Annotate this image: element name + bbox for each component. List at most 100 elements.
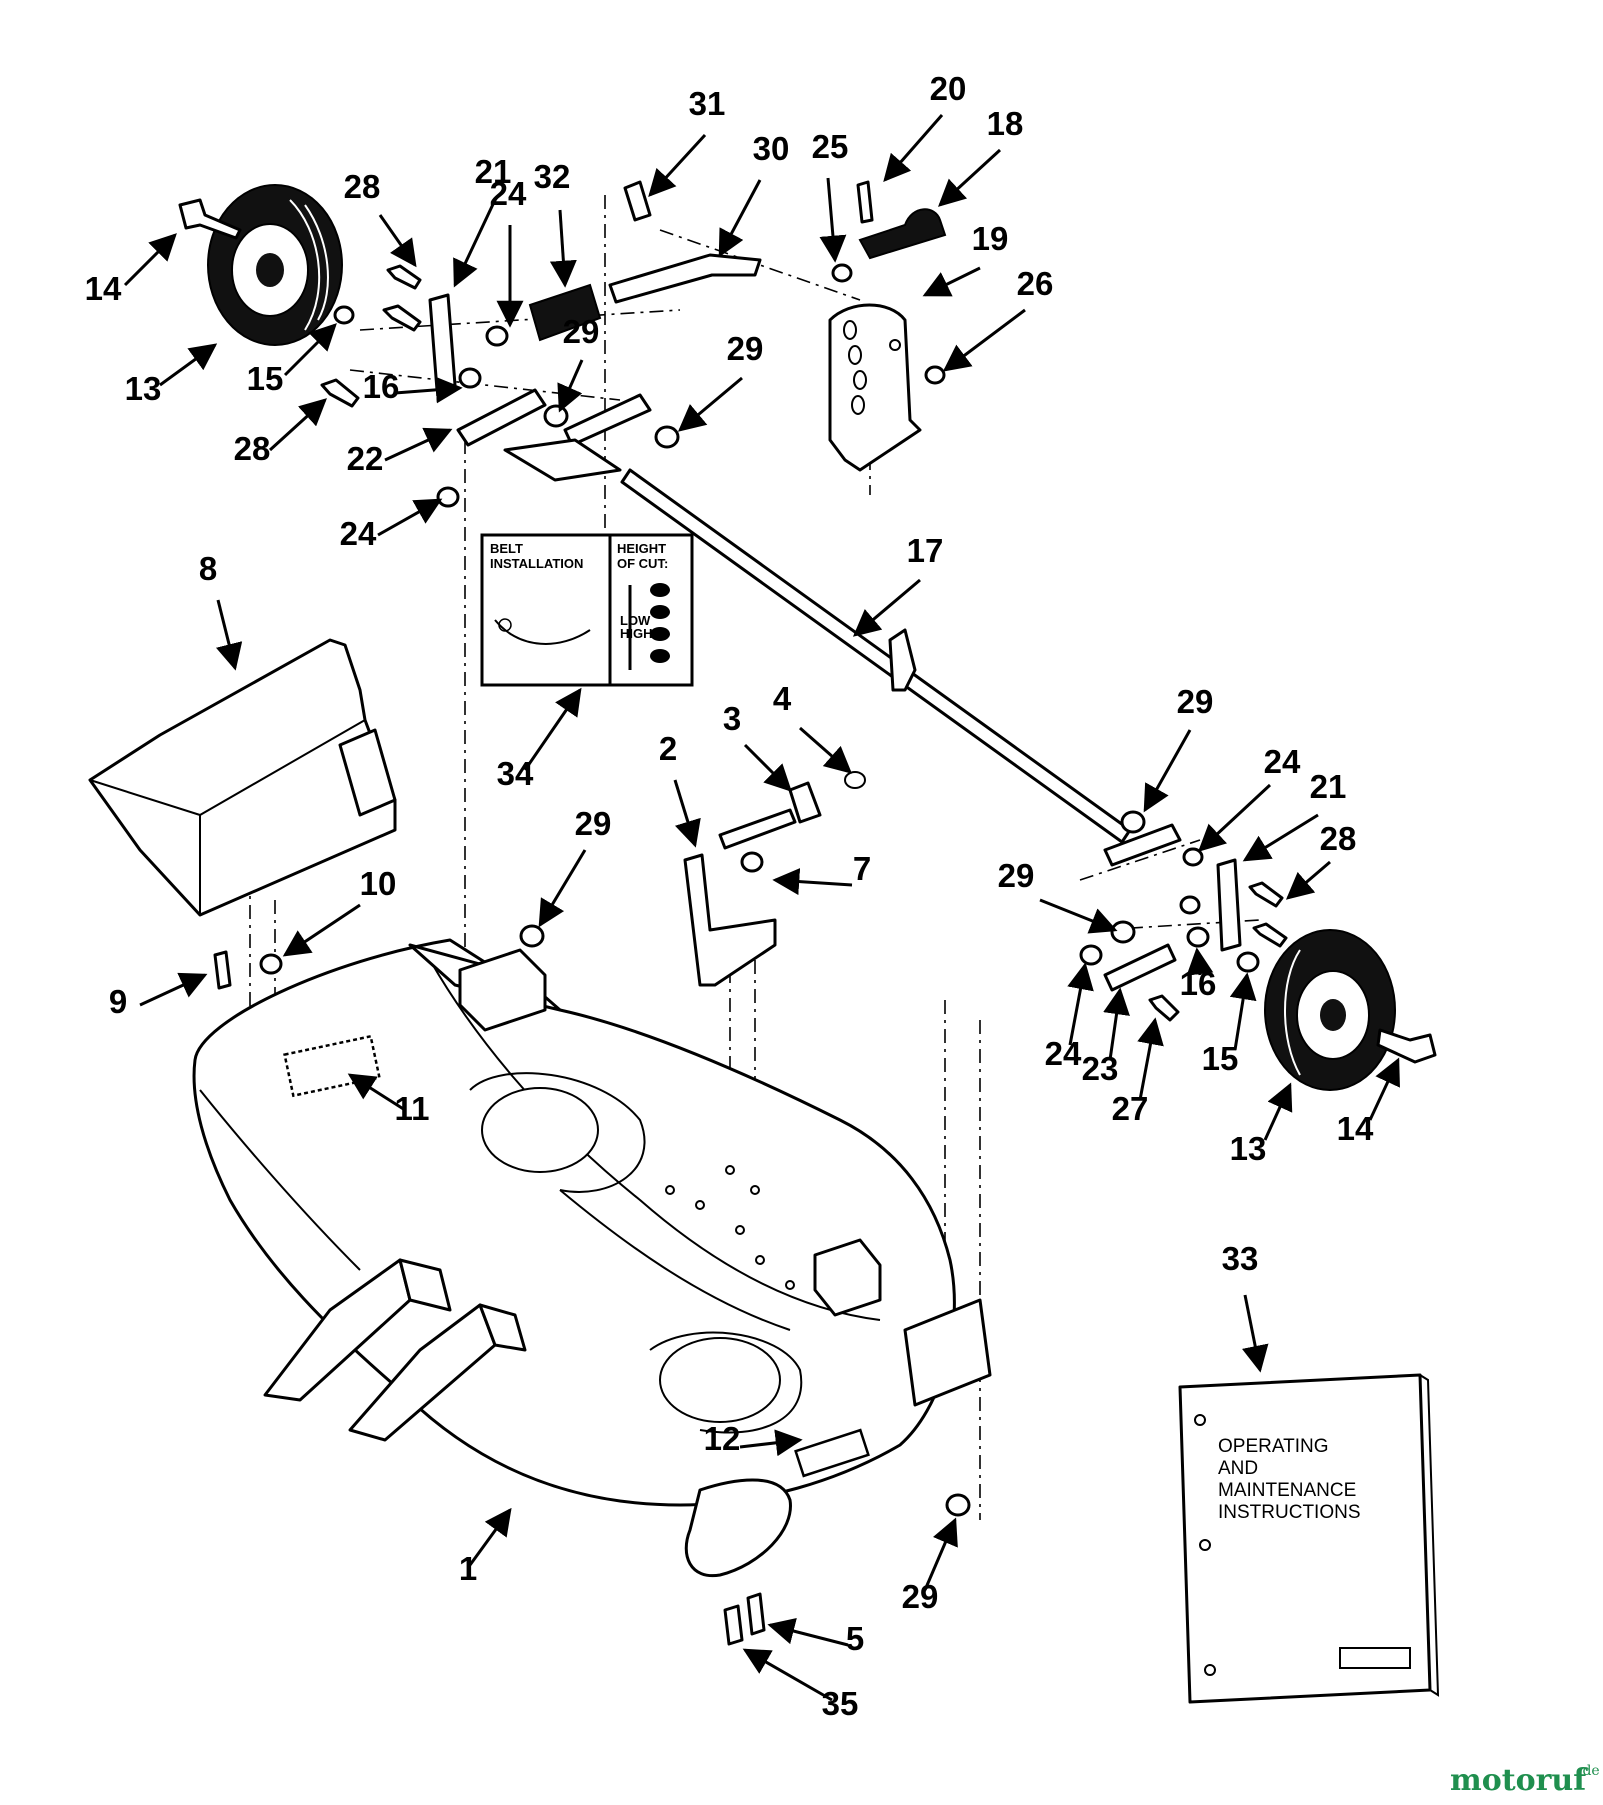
callout-label-5: 5 [846,1620,864,1657]
callout-arrow-25 [819,177,847,263]
height-adjust-bracket [828,303,922,472]
callout-arrow-34 [523,687,582,771]
callout-arrow-31 [648,133,707,197]
callout-label-19: 19 [972,220,1009,257]
callout-arrow-21 [1242,813,1319,862]
callout-label-12: 12 [704,1420,741,1457]
callout-label-13: 13 [1230,1130,1267,1167]
callout-arrow-28 [1285,860,1331,900]
callout-label-25: 25 [812,128,849,165]
manual-line-4: INSTRUCTIONS [1218,1502,1361,1523]
callout-label-28: 28 [1320,820,1357,857]
callout-label-29: 29 [902,1578,939,1615]
wheel-bolt-right [1376,1028,1437,1064]
deck-holes [665,1165,795,1290]
callout-arrow-28 [378,214,417,268]
callout-label-16: 16 [1180,965,1217,1002]
callout-label-24: 24 [1264,743,1301,780]
callout-arrow-21 [453,199,497,288]
callout-arrow-29 [677,376,743,432]
callout-label-24: 24 [1045,1035,1082,1072]
callout-label-27: 27 [1112,1090,1149,1127]
mower-deck [192,938,992,1578]
callout-arrow-24 [1198,783,1272,852]
callout-arrow-24 [377,498,443,537]
pivot-bracket-left [428,293,457,392]
callout-arrow-3 [743,743,792,792]
callout-label-11: 11 [395,1090,430,1127]
callout-label-20: 20 [930,70,967,107]
manual-line-3: MAINTENANCE [1218,1480,1356,1501]
callout-arrow-29 [923,1517,958,1591]
callout-label-32: 32 [534,158,571,195]
callout-arrow-13 [1263,1082,1293,1141]
watermark-logo: motoruf .de [1450,1763,1600,1798]
watermark-suffix: .de [1578,1763,1600,1779]
callout-label-13: 13 [125,370,162,407]
callout-label-21: 21 [475,153,512,190]
link-right-lower [1103,943,1177,992]
height-lever [608,180,762,304]
callout-arrow-16 [394,376,463,404]
height-of-cut-decal: BELT INSTALLATION HEIGHT OF CUT: LOW HIG… [480,533,694,687]
callout-arrow-29 [1039,898,1118,934]
callout-arrow-20 [883,114,944,183]
callout-arrow-29 [538,849,587,928]
callout-label-34: 34 [497,755,534,792]
callout-label-1: 1 [459,1550,477,1587]
callout-arrow-14 [123,233,177,287]
callout-labels: 1234578910111213131414151516161718192021… [85,70,1374,1722]
decal-belt-title-2: INSTALLATION [490,556,583,571]
callout-label-29: 29 [1177,683,1214,720]
callout-label-24: 24 [340,515,377,552]
callout-label-22: 22 [347,440,384,477]
callout-label-15: 15 [247,360,284,397]
callout-label-2: 2 [659,730,677,767]
manual-line-2: AND [1218,1458,1258,1479]
pivot-bracket-right [1216,858,1242,952]
callout-label-29: 29 [575,805,612,842]
decal-height-title-2: OF CUT: [617,556,668,571]
callout-arrows [123,114,1400,1702]
callout-arrow-23 [1103,987,1130,1061]
wheel-bolt-left [178,198,242,240]
decal-high: HIGH [620,626,653,641]
hardware [213,263,1288,1646]
left-wheel [207,184,343,346]
callout-label-14: 14 [85,270,122,307]
callout-arrow-33 [1241,1294,1269,1373]
callout-arrow-29 [1143,729,1192,813]
callout-arrow-22 [384,427,453,462]
callout-arrow-16 [1186,947,1214,976]
axle-rod [620,468,1132,844]
callout-label-28: 28 [344,168,381,205]
callout-label-8: 8 [199,550,217,587]
callout-arrow-27 [1137,1017,1164,1101]
callout-label-16: 16 [363,368,400,405]
callout-arrow-1 [468,1507,512,1566]
callout-label-10: 10 [360,865,397,902]
callout-label-35: 35 [822,1685,859,1722]
callout-arrow-7 [772,868,853,896]
callout-label-30: 30 [753,130,790,167]
link-left [456,388,547,447]
callout-label-31: 31 [689,85,726,122]
callout-label-3: 3 [723,700,741,737]
callout-label-15: 15 [1202,1040,1239,1077]
callout-arrow-35 [742,1648,833,1702]
callout-label-7: 7 [853,850,871,887]
callout-arrow-19 [922,266,981,297]
watermark-name: motoruf [1450,1763,1588,1798]
callout-label-24: 24 [490,175,527,212]
callout-label-29: 29 [563,313,600,350]
decal-belt-title-1: BELT [490,541,523,556]
callout-arrow-28 [268,398,327,452]
clamp-bolt [856,180,874,224]
callout-arrow-26 [942,308,1026,372]
callout-arrow-17 [852,578,921,637]
manual-line-1: OPERATING [1218,1436,1329,1457]
callout-arrow-9 [139,972,208,1007]
callout-arrow-10 [282,903,361,957]
